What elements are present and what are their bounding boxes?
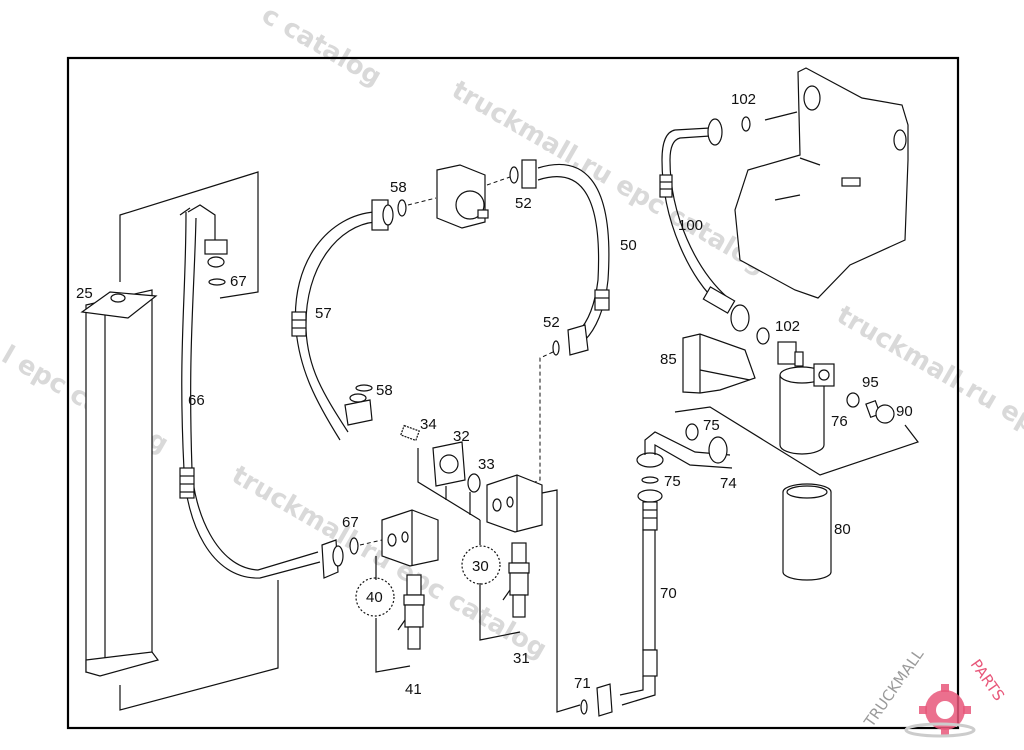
part-33-seal[interactable]: [467, 473, 481, 493]
callout-30[interactable]: 30: [472, 558, 489, 575]
part-40-valve-block[interactable]: [381, 509, 439, 567]
part-66-connector[interactable]: [321, 539, 344, 579]
leader-line: [519, 351, 554, 489]
part-pump[interactable]: [436, 164, 489, 229]
callout-57[interactable]: 57: [315, 305, 332, 322]
part-25-cooler[interactable]: [80, 289, 160, 677]
gear-icon: [904, 684, 976, 738]
callout-71[interactable]: 71: [574, 675, 591, 692]
part-50-hose[interactable]: [521, 159, 610, 356]
callout-75[interactable]: 75: [703, 417, 720, 434]
leader-line: [479, 583, 521, 641]
part-90-plug[interactable]: [865, 399, 895, 424]
callout-80[interactable]: 80: [834, 521, 851, 538]
part-housing[interactable]: [734, 67, 909, 299]
part-102-oring[interactable]: [741, 116, 751, 132]
part-85-bracket[interactable]: [682, 333, 756, 394]
callout-labels: 25 66 67 67 57 58 58 52 52 50 34 32 33 3…: [76, 91, 913, 698]
callout-76[interactable]: 76: [831, 413, 848, 430]
logo-text-parts: PARTS: [967, 656, 1008, 704]
callout-74[interactable]: 74: [720, 475, 737, 492]
callout-52[interactable]: 52: [543, 314, 560, 331]
part-67-oring[interactable]: [208, 278, 226, 286]
callout-34[interactable]: 34: [420, 416, 437, 433]
leader-line: [417, 448, 481, 521]
leader-line: [119, 580, 279, 711]
callout-32[interactable]: 32: [453, 428, 470, 445]
part-70-tube[interactable]: [596, 489, 663, 717]
callout-50[interactable]: 50: [620, 237, 637, 254]
leader-line: [407, 197, 437, 206]
watermark: truckmall.ru epc catalog: [832, 300, 1024, 505]
part-100-hose[interactable]: [659, 118, 750, 332]
leader-line: [674, 406, 919, 476]
part-71-oring[interactable]: [580, 699, 588, 715]
group-callout-40[interactable]: [355, 577, 395, 617]
diagram-frame: [66, 56, 960, 730]
callout-70[interactable]: 70: [660, 585, 677, 602]
part-41-valve[interactable]: [397, 574, 425, 650]
callout-33[interactable]: 33: [478, 456, 495, 473]
part-75-oring[interactable]: [685, 423, 699, 441]
callout-67[interactable]: 67: [342, 514, 359, 531]
part-57-hose[interactable]: [291, 199, 394, 441]
leader-line: [764, 111, 798, 121]
part-102-oring[interactable]: [756, 327, 770, 345]
group-callout-30[interactable]: [461, 545, 501, 585]
part-67-oring[interactable]: [349, 537, 359, 555]
callout-58[interactable]: 58: [390, 179, 407, 196]
part-58-oring[interactable]: [355, 384, 373, 392]
part-95-seal[interactable]: [846, 392, 860, 408]
part-30-valve-block[interactable]: [486, 474, 543, 533]
callout-90[interactable]: 90: [896, 403, 913, 420]
part-31-valve[interactable]: [502, 542, 530, 618]
callout-67[interactable]: 67: [230, 273, 247, 290]
part-76-filter-housing[interactable]: [777, 341, 835, 455]
leader-line: [119, 171, 259, 299]
callout-102[interactable]: 102: [731, 91, 756, 108]
part-34-bolt[interactable]: [400, 424, 420, 442]
truckmall-parts-logo[interactable]: TRUCKMALL PARTS: [860, 645, 1008, 738]
part-66-tube[interactable]: [179, 204, 321, 579]
callout-58[interactable]: 58: [376, 382, 393, 399]
leader-line: [375, 618, 411, 673]
logo-text-truckmall: TRUCKMALL: [860, 645, 928, 731]
callout-85[interactable]: 85: [660, 351, 677, 368]
part-32-plate[interactable]: [432, 441, 466, 487]
callout-41[interactable]: 41: [405, 681, 422, 698]
watermark: c catalog: [257, 0, 387, 92]
callout-100[interactable]: 100: [678, 217, 703, 234]
part-52-oring[interactable]: [552, 340, 560, 356]
part-74-pipe[interactable]: [636, 431, 733, 469]
leader-line: [541, 489, 581, 713]
callout-31[interactable]: 31: [513, 650, 530, 667]
part-80-filter-element[interactable]: [782, 483, 832, 581]
callout-52[interactable]: 52: [515, 195, 532, 212]
part-52-oring[interactable]: [509, 166, 519, 184]
callout-25[interactable]: 25: [76, 285, 93, 302]
part-75-oring[interactable]: [641, 476, 659, 484]
callout-40[interactable]: 40: [366, 589, 383, 606]
callout-95[interactable]: 95: [862, 374, 879, 391]
part-58-oring[interactable]: [397, 199, 407, 217]
callout-75[interactable]: 75: [664, 473, 681, 490]
leader-line: [359, 539, 383, 546]
callout-102[interactable]: 102: [775, 318, 800, 335]
leader-line: [486, 176, 511, 186]
callout-66[interactable]: 66: [188, 392, 205, 409]
